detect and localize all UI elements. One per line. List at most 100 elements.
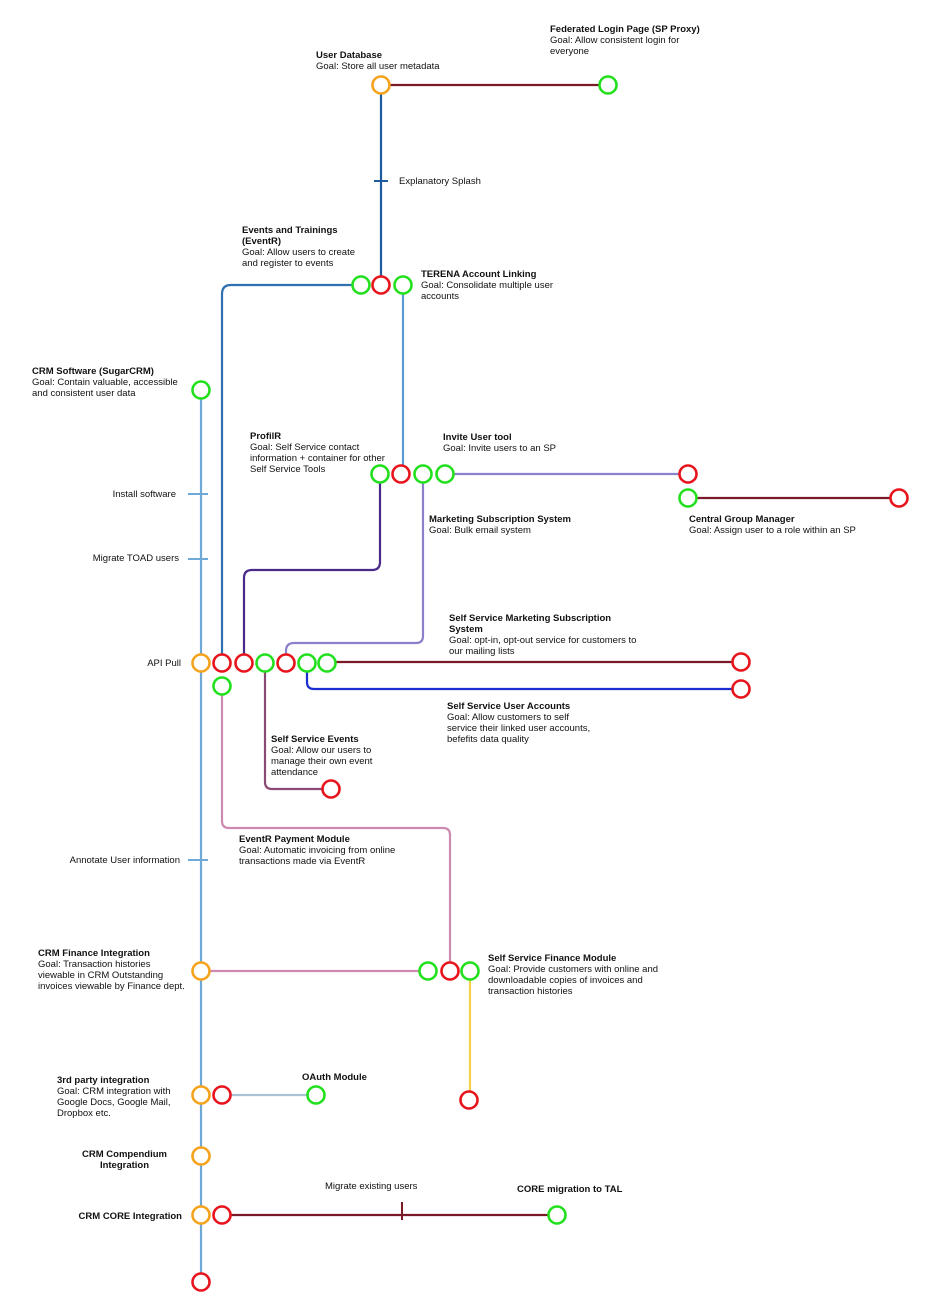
station-complete [306,1085,326,1105]
project-title: Self Service Events [271,734,359,745]
station-open [191,1272,211,1292]
milestone-label: Explanatory Splash [399,176,481,187]
project-title: 3rd party integration [57,1075,150,1086]
station-open [212,653,232,673]
profilr-branch [242,472,382,665]
station-open [234,653,254,673]
station-complete [212,676,232,696]
station-complete [351,275,371,295]
project-label: OAuth Module [302,1072,402,1083]
station-complete [255,653,275,673]
project-title: CORE migration to TAL [517,1184,623,1195]
project-title: Central Group Manager [689,514,795,525]
station-hub [191,1146,211,1166]
project-goal: Goal: Allow consistent login for everyon… [550,35,680,57]
project-title: TERENA Account Linking [421,269,537,280]
project-goal: Goal: Contain valuable, accessible and c… [32,377,178,399]
station-open [212,1205,232,1225]
project-title: CRM Finance Integration [38,948,150,959]
station-hub [371,75,391,95]
project-goal: Goal: Bulk email system [429,525,531,536]
project-title: Self Service User Accounts [447,701,571,712]
station-open [731,652,751,672]
project-label: CRM CORE Integration [50,1211,182,1222]
milestone-label: Annotate User information [69,855,180,866]
project-title: EventR Payment Module [239,834,350,845]
station-complete [297,653,317,673]
station-open [678,464,698,484]
project-goal: Goal: Invite users to an SP [443,443,557,454]
project-title: Self Service Marketing Subscription Syst… [449,613,612,635]
project-goal: Goal: opt-in, opt-out service for custom… [449,635,637,657]
station-complete [370,464,390,484]
project-label: CRM Compendium Integration [68,1149,181,1171]
station-open [440,961,460,981]
project-title: CRM Compendium Integration [82,1149,167,1171]
project-goal: Goal: CRM integration with Google Docs, … [57,1086,171,1119]
milestone-label: Migrate TOAD users [92,553,179,564]
milestone-label: API Pull [147,658,181,669]
project-title: Self Service Finance Module [488,953,617,964]
station-complete [435,464,455,484]
project-title: Invite User tool [443,432,512,443]
station-open [276,653,296,673]
station-hub [191,1205,211,1225]
project-title: ProfilR [250,431,282,442]
project-goal: Goal: Transaction histories viewable in … [38,959,185,992]
project-title: Federated Login Page (SP Proxy) [550,24,700,35]
project-label: Federated Login Page (SP Proxy)Goal: All… [550,24,700,57]
project-title: Marketing Subscription System [429,514,572,525]
station-open [321,779,341,799]
project-goal: Goal: Assign user to a role within an SP [689,525,856,536]
station-complete [598,75,618,95]
project-goal: Goal: Automatic invoicing from online tr… [239,845,396,867]
station-complete [460,961,480,981]
station-hub [191,961,211,981]
project-goal: Goal: Store all user metadata [316,61,440,72]
project-goal: Goal: Allow our users to manage their ow… [271,745,373,778]
station-complete [547,1205,567,1225]
milestone-label: Install software [112,489,176,500]
station-complete [191,380,211,400]
project-goal: Goal: Self Service contact information +… [250,442,385,475]
station-complete [413,464,433,484]
station-open [731,679,751,699]
station-open [371,275,391,295]
station-complete [678,488,698,508]
project-label: Self Service Marketing Subscription Syst… [449,613,644,657]
station-open [212,1085,232,1105]
marketing-line [284,472,425,665]
station-open [459,1090,479,1110]
project-label: CRM Software (SugarCRM)Goal: Contain val… [32,366,194,399]
eventr-branch [220,283,363,665]
project-title: User Database [316,50,383,61]
self-service-events-line [263,661,333,791]
project-goal: Goal: Provide customers with online and … [488,964,659,997]
project-goal: Goal: Allow users to create and register… [242,247,355,269]
milestone-label: Migrate existing users [325,1181,418,1192]
station-open [391,464,411,484]
project-label: Events and Trainings (EventR)Goal: Allow… [242,225,370,269]
station-open [889,488,909,508]
self-service-user-accounts-line [305,661,743,691]
station-complete [317,653,337,673]
project-title: CRM Software (SugarCRM) [32,366,154,377]
station-hub [191,653,211,673]
project-goal: Goal: Consolidate multiple user accounts [421,280,554,302]
station-complete [393,275,413,295]
project-title: CRM CORE Integration [78,1211,182,1222]
project-title: Events and Trainings (EventR) [242,225,338,247]
payment-module-line [220,684,452,973]
